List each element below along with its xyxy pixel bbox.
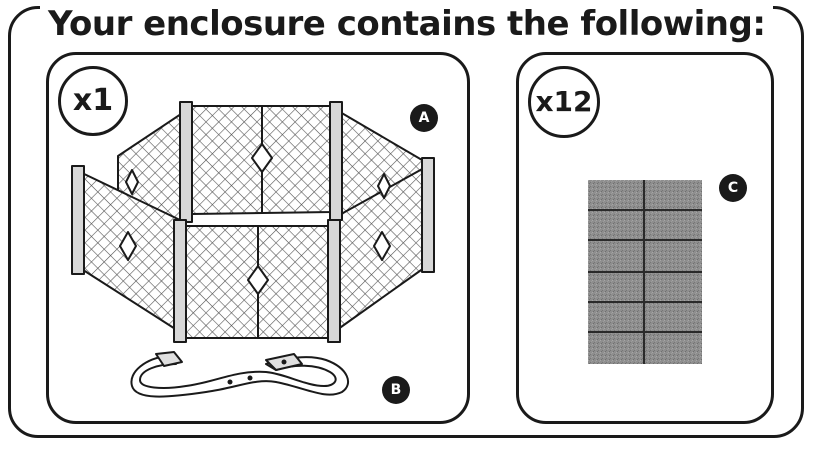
part-label-a: A [410, 104, 438, 132]
quantity-badge-x1: x1 [58, 66, 128, 136]
page-title: Your enclosure contains the following: [40, 0, 774, 48]
floor-tile-icon [588, 180, 702, 364]
connector-strap-icon [130, 351, 350, 398]
quantity-badge-x12: x12 [528, 66, 600, 138]
part-label-b: B [382, 376, 410, 404]
fence-enclosure-icon [71, 101, 435, 343]
part-label-c: C [719, 174, 747, 202]
